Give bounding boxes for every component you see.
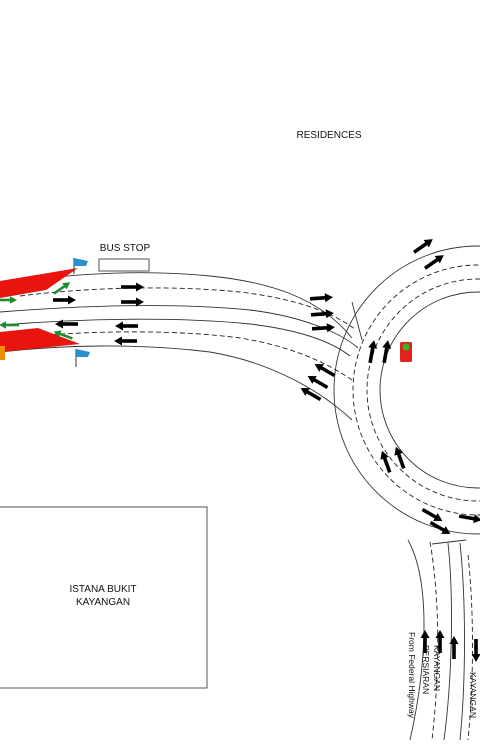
south-stop-line: [431, 539, 467, 545]
arrow-icon: [115, 321, 138, 331]
south-road-west-edge: [407, 539, 425, 741]
approach-road-north-edge: [0, 272, 353, 339]
approach-lane-line-1: [19, 287, 357, 331]
bus-stop-shelter: [98, 258, 150, 272]
bus-stop-label: BUS STOP: [100, 243, 151, 254]
barrier-south: [0, 328, 80, 352]
persiaran-kayangan-label: KAYANGAN: [432, 645, 442, 691]
green-arrow-icon: [0, 321, 19, 329]
arrow-icon: [298, 384, 323, 404]
traffic-light-icon: [400, 342, 412, 362]
barrier-marker: [0, 346, 5, 360]
kayangan-right-label: KAYANGAN: [468, 672, 478, 718]
arrow-icon: [53, 295, 76, 305]
approach-road-south-edge: [0, 345, 353, 421]
flag-icon: [75, 349, 90, 367]
roundabout-lane-inner: [366, 278, 480, 502]
approach-road-median-bottom: [0, 318, 351, 357]
arrow-icon: [365, 339, 379, 364]
barrier-north: [0, 268, 78, 298]
arrow-icon: [428, 518, 453, 538]
arrow-icon: [411, 235, 436, 256]
from-federal-highway-label: From Federal Highway: [407, 632, 417, 719]
istana-bukit-kayangan-building: [0, 506, 208, 689]
arrow-icon: [422, 251, 447, 272]
arrow-icon: [379, 339, 393, 364]
arrow-icon: [471, 639, 480, 662]
arrow-icon: [377, 449, 394, 474]
approach-lane-line-2: [19, 331, 353, 381]
residences-label: RESIDENCES: [296, 130, 361, 141]
flag-icon: [73, 258, 88, 274]
entry-stop-line: [351, 301, 363, 341]
istana-label-line2: KAYANGAN: [76, 597, 130, 608]
arrow-icon: [309, 292, 334, 304]
roundabout-outer-edge: [333, 245, 480, 535]
persiaran-label: PERSIARAN: [421, 645, 431, 694]
roundabout-island-edge: [379, 291, 480, 489]
south-road-median: [443, 542, 452, 741]
arrow-icon: [114, 336, 137, 346]
istana-label-line1: ISTANA BUKIT: [69, 584, 136, 595]
south-road-median-2: [459, 542, 465, 741]
arrow-icon: [121, 282, 144, 292]
roundabout-lane-outer: [352, 264, 480, 516]
south-lane-line-2: [467, 554, 473, 741]
south-lane-line-1: [429, 541, 439, 741]
